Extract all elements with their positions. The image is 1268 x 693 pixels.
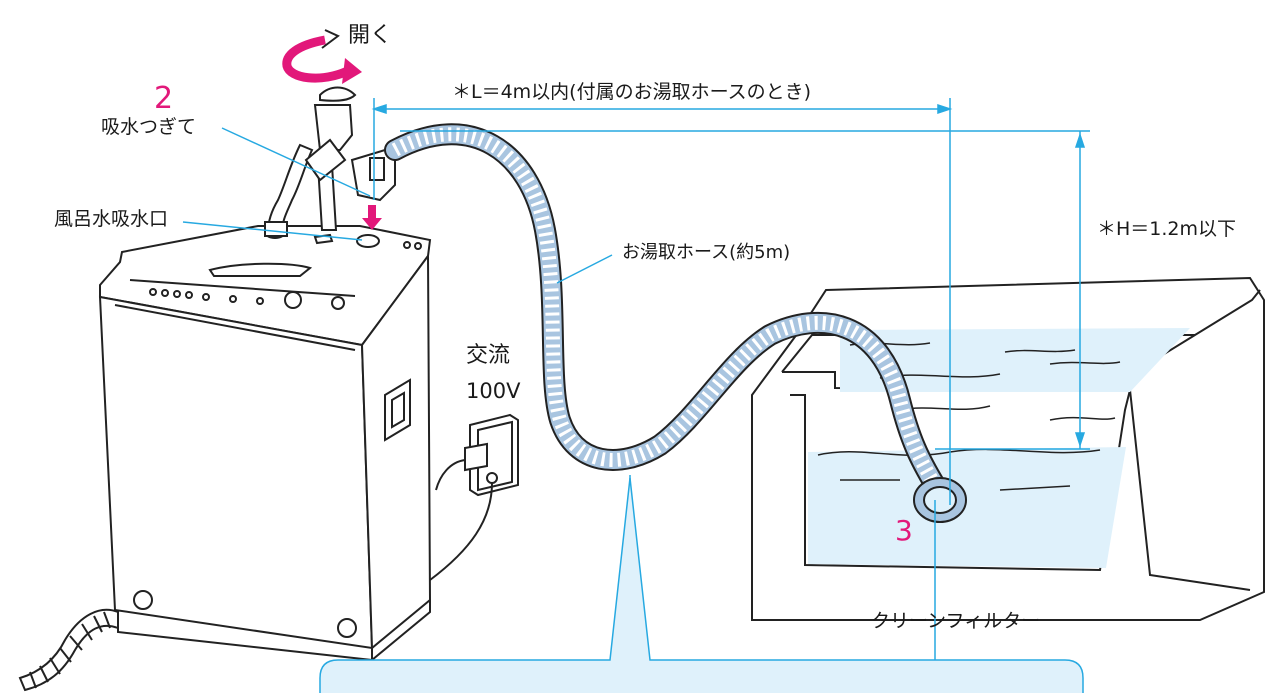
- bath-hose: [384, 123, 946, 496]
- voltage-label: 100V: [466, 379, 521, 403]
- clean-filter: [913, 477, 967, 523]
- height-note: ＊H＝1.2m以下: [1097, 218, 1237, 240]
- faucet: [304, 86, 396, 202]
- step-2-number: 2: [154, 81, 174, 116]
- dimension-lines: [182, 98, 1090, 693]
- power-outlet: [429, 413, 519, 581]
- washing-machine: [98, 225, 432, 662]
- bath-intake-label: 風呂水吸水口: [54, 208, 169, 230]
- open-label: 開く: [348, 23, 393, 48]
- open-rotation-arrow: [282, 29, 362, 84]
- drain-hose: [18, 608, 119, 692]
- intake-faucet-label: 吸水つぎて: [101, 116, 197, 138]
- bath-water: [808, 447, 1126, 568]
- length-note: ＊L＝4m以内(付属のお湯取ホースのとき): [452, 81, 812, 103]
- ac-label: 交流: [466, 343, 511, 368]
- clean-filter-label: クリーンフィルター: [871, 610, 1041, 632]
- step-3-number: 3: [895, 514, 913, 547]
- hose-label: お湯取ホース(約5m): [622, 242, 791, 263]
- insert-arrow: [362, 205, 382, 230]
- callout-box: [319, 477, 1084, 693]
